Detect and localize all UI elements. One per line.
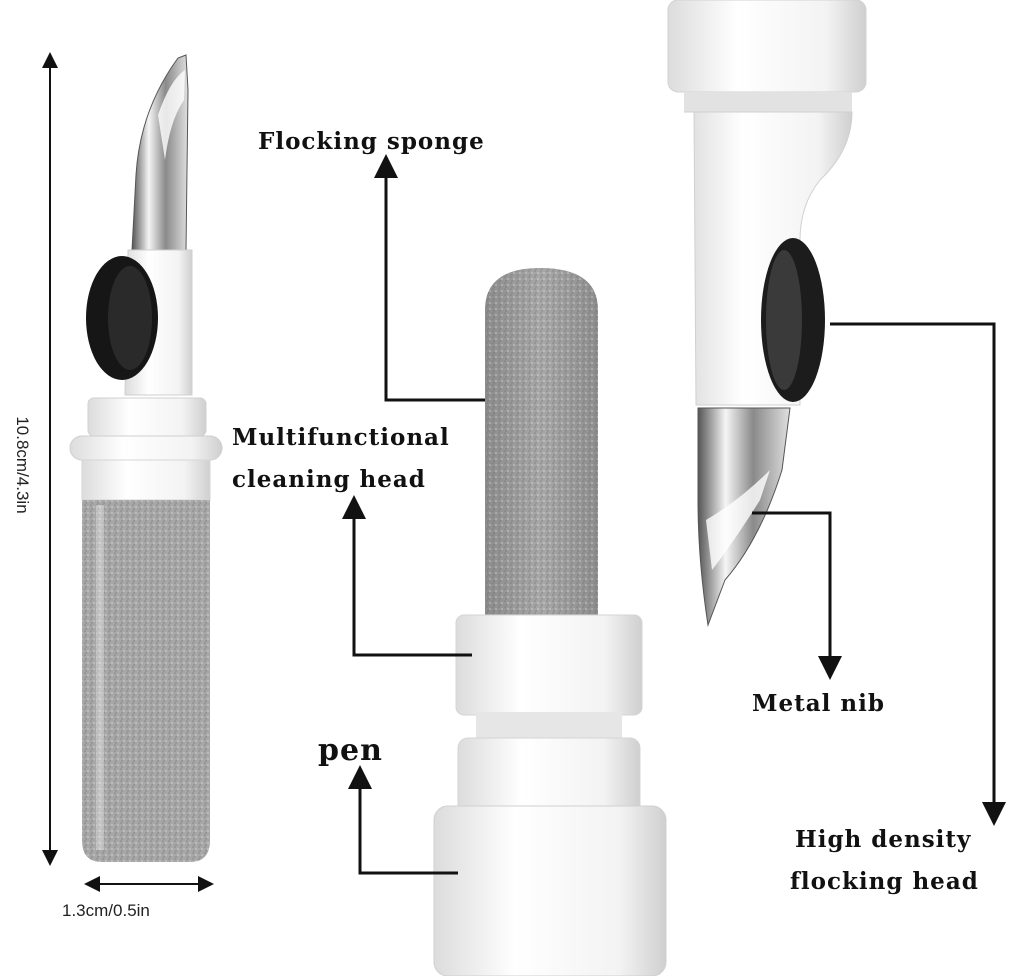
label-multifunctional-line2: cleaning head	[232, 466, 426, 493]
flocking-sponge-callout	[374, 154, 485, 402]
right-pen	[667, 0, 867, 627]
width-dimension-label: 1.3cm/0.5in	[62, 901, 150, 920]
high-density-callout	[830, 322, 1006, 826]
label-metal-nib: Metal nib	[752, 690, 885, 717]
left-pen	[69, 54, 223, 862]
label-high-density-line1: High density	[795, 826, 972, 853]
center-pen	[433, 268, 667, 976]
label-multifunctional-line1: Multifunctional	[232, 424, 450, 451]
pen-callout	[348, 765, 458, 875]
label-flocking-sponge: Flocking sponge	[258, 128, 485, 155]
label-pen: pen	[318, 733, 383, 768]
multifunctional-callout	[342, 495, 472, 657]
metal-nib-callout	[752, 511, 842, 680]
label-high-density-line2: flocking head	[790, 868, 979, 895]
